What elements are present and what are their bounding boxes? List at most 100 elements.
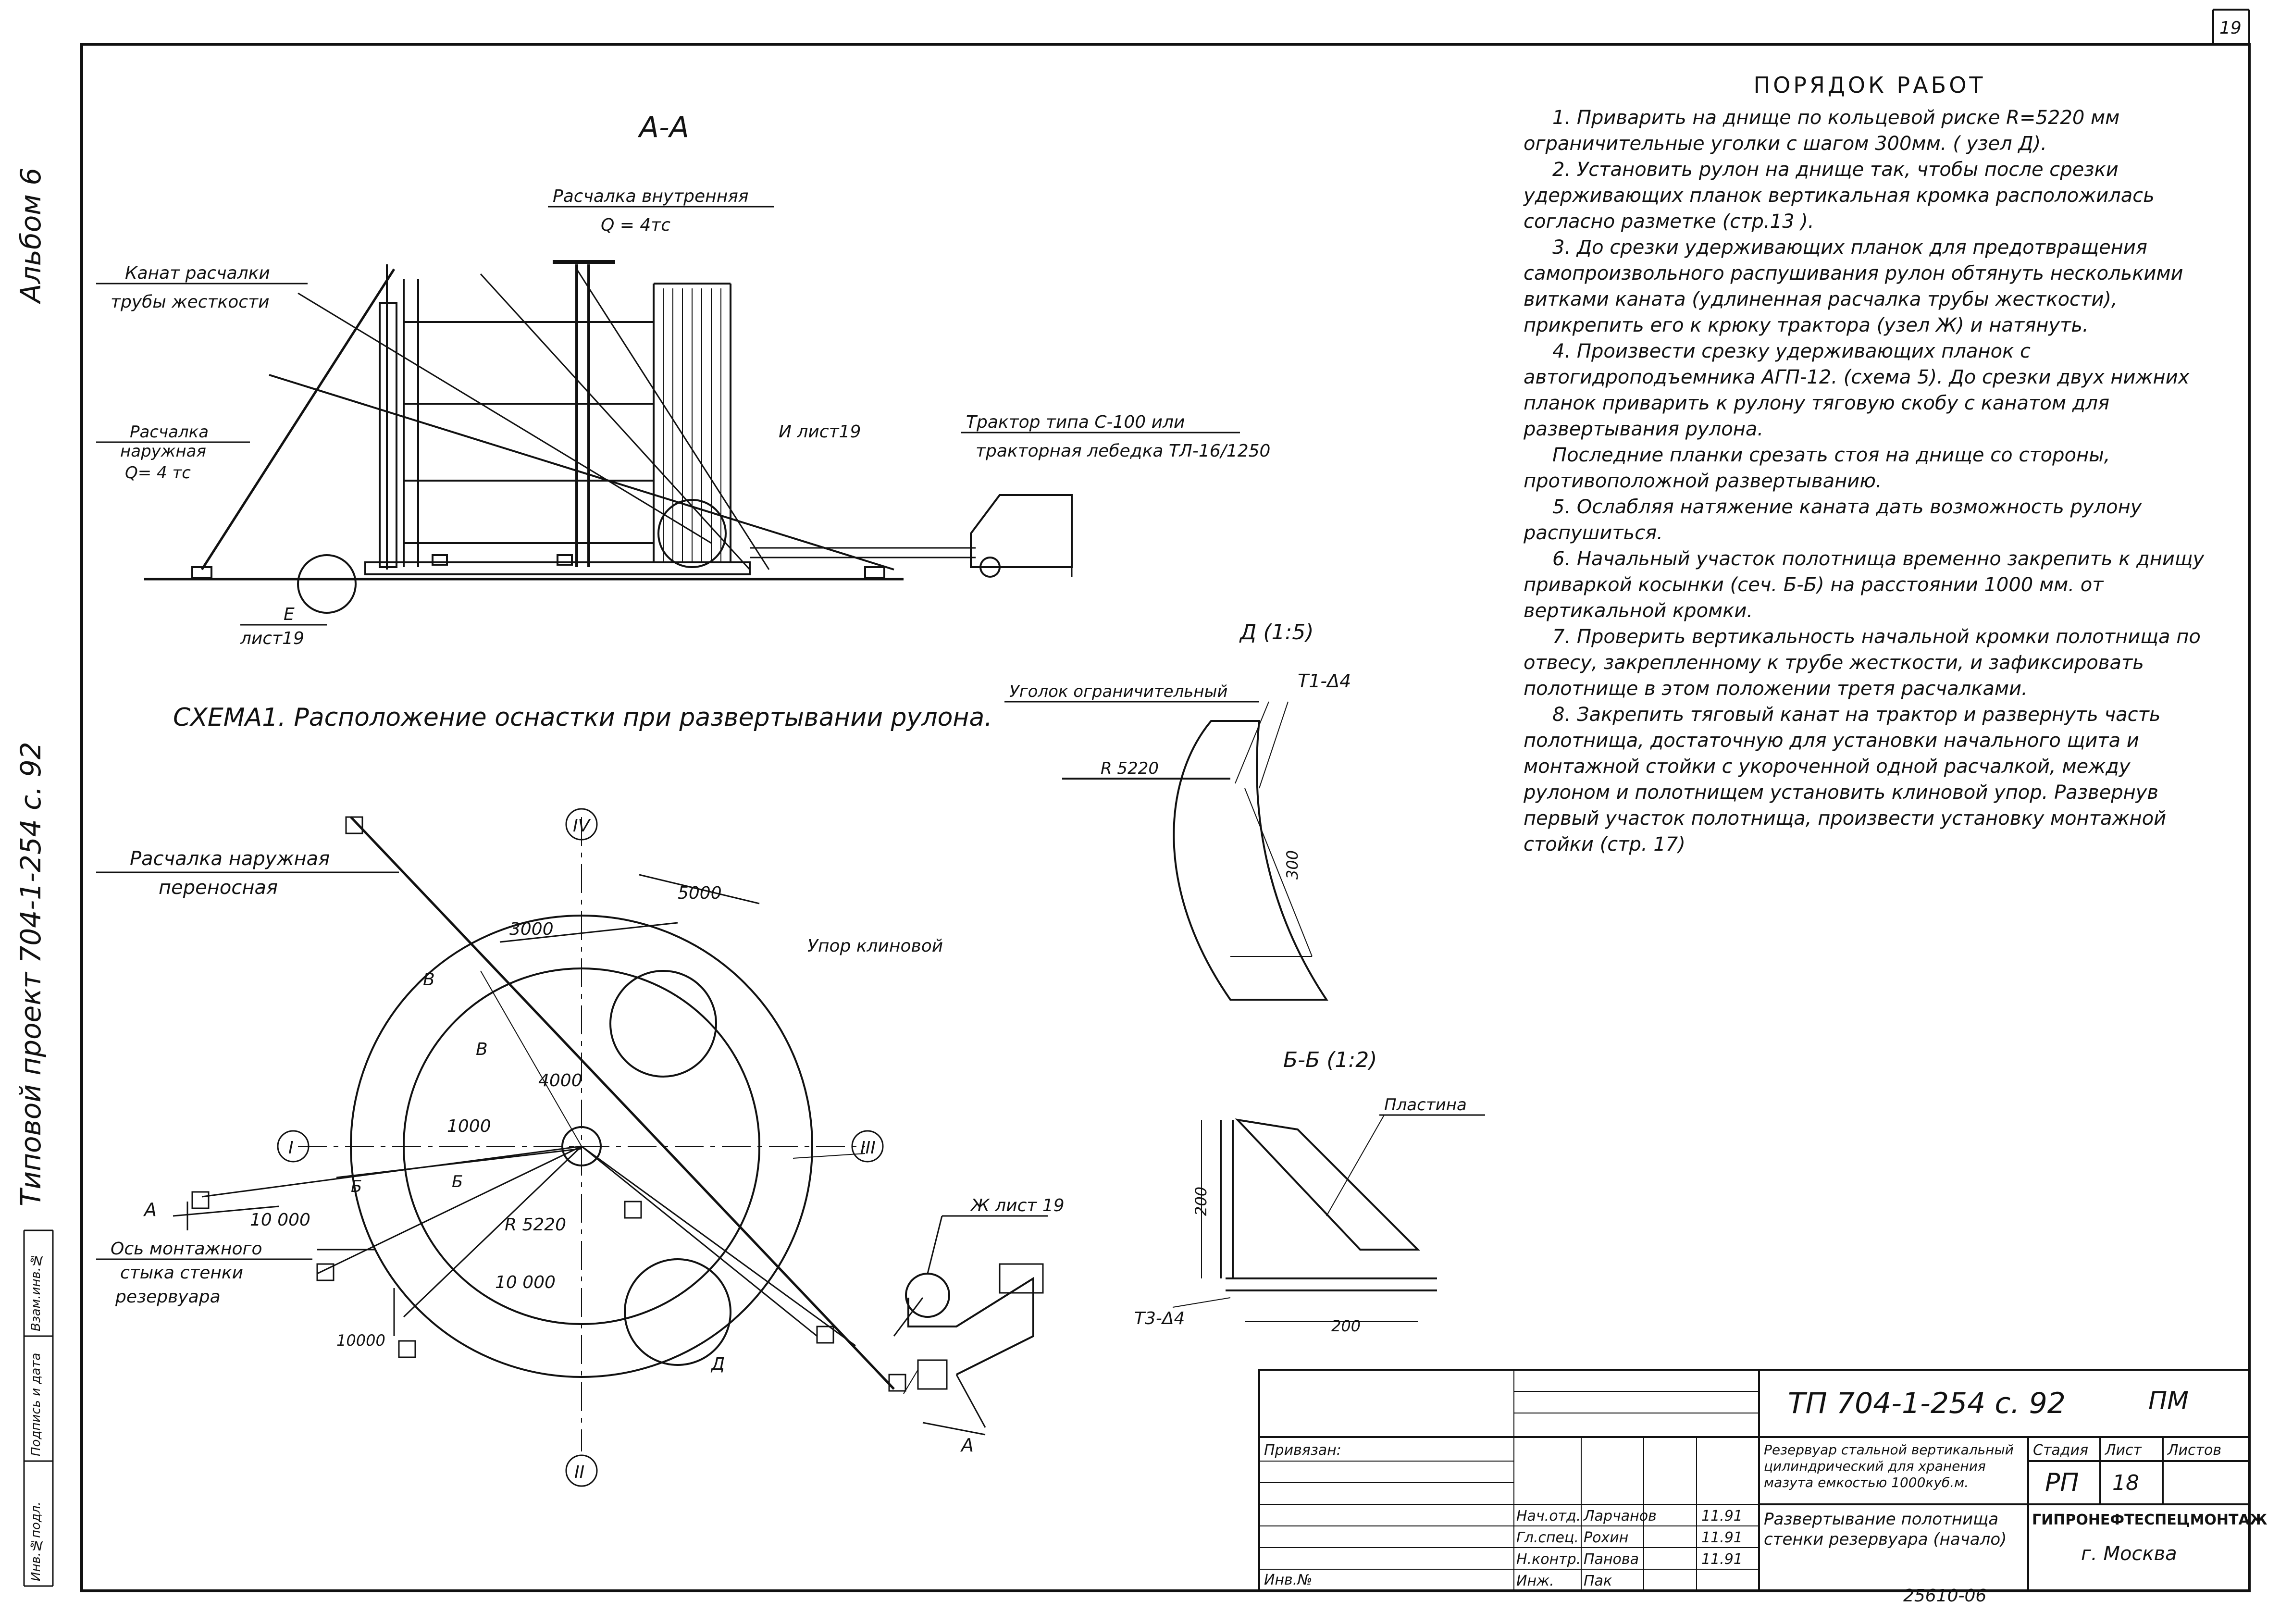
frame: [80, 9, 2251, 1592]
axis-label-3: резервуара: [115, 1287, 221, 1307]
section-bb-weld: Т3-Δ4: [1134, 1309, 1185, 1328]
detail-d-radius: R 5220: [1101, 759, 1159, 778]
note-step: 5. Ослабляя натяжение каната дать возмож…: [1524, 496, 2142, 544]
dim-10000-v: 10000: [336, 1331, 385, 1350]
sheet-number: 19: [2219, 18, 2242, 38]
dim-3000: 3000: [509, 919, 554, 939]
section-aa-title: А-А: [637, 111, 689, 144]
detail-d-weld: Т1-Δ4: [1298, 670, 1351, 692]
detail-d: Д (1:5) Уголок ограничительный Т1-Δ4 R 5…: [1004, 620, 1351, 1001]
inner-guy-label: Расчалка внутренняя: [553, 186, 749, 206]
letter-bb1: Б: [351, 1177, 362, 1196]
roman-3: III: [860, 1138, 876, 1158]
stage-label: Стадия: [2033, 1442, 2089, 1459]
sheet-label: Лист: [2105, 1442, 2142, 1459]
rope-label-2: трубы жесткости: [111, 292, 269, 312]
doc-type: ПМ: [2148, 1387, 2189, 1415]
project-label: Типовой проект 704-1-254 с. 92: [14, 742, 47, 1206]
name-3: Панова: [1584, 1551, 1639, 1568]
date-1: 11.91: [1701, 1508, 1743, 1525]
tractor-label-1: Трактор типа С-100 или: [966, 412, 1185, 432]
node-zh-label: Ж лист 19: [970, 1196, 1065, 1215]
roman-1: I: [288, 1138, 294, 1158]
letter-bb2: Б: [452, 1172, 463, 1191]
sheet-title: Развертывание полотнища стенки резервуар…: [1764, 1510, 2007, 1549]
plan-view: IV I III II Расчалка наружная переносная…: [96, 808, 1065, 1487]
sheet-value: 18: [2112, 1471, 2139, 1495]
section-bb-dim-h: 200: [1331, 1317, 1361, 1335]
note-step: 3. До срезки удерживающих планок для пре…: [1524, 236, 2183, 336]
inner-guy-load: Q = 4тс: [601, 215, 670, 235]
privyazan-label: Привязан:: [1264, 1442, 1341, 1459]
roman-4: IV: [573, 816, 591, 836]
name-4: Пак: [1584, 1573, 1612, 1589]
letter-a-bottom: А: [960, 1435, 974, 1456]
object-title: Резервуар стальной вертикальный цилиндри…: [1764, 1442, 2014, 1490]
dim-r5220: R 5220: [505, 1215, 566, 1235]
section-aa: А-А: [96, 111, 1270, 648]
role-1: Нач.отд.: [1516, 1508, 1581, 1525]
inv-strip: [23, 1229, 54, 1587]
dim-4000: 4000: [538, 1071, 582, 1091]
axis-label-2: стыка стенки: [120, 1263, 243, 1283]
detail-d-title: Д (1:5): [1239, 620, 1314, 645]
rope-label-1: Канат расчалки: [125, 263, 270, 283]
stage-value: РП: [2045, 1468, 2079, 1497]
role-4: Инж.: [1516, 1573, 1554, 1589]
outer-guy-label-1: Расчалка: [130, 422, 209, 442]
role-3: Н.контр.: [1516, 1551, 1581, 1568]
guy-portable-1: Расчалка наружная: [130, 848, 330, 870]
dim-1000: 1000: [447, 1116, 491, 1136]
org-city: г. Москва: [2081, 1543, 2177, 1565]
letter-d: Д: [710, 1354, 725, 1374]
scheme-caption: СХЕМА1. Расположение оснастки при развер…: [173, 703, 992, 732]
letter-b2: В: [476, 1040, 488, 1059]
sheets-label: Листов: [2168, 1442, 2222, 1459]
note-step: 7. Проверить вертикальность начальной кр…: [1524, 626, 2201, 700]
name-2: Рохин: [1584, 1529, 1629, 1546]
org-name: ГИПРОНЕФТЕСПЕЦМОНТАЖ: [2032, 1512, 2268, 1528]
node-e-sheet: лист19: [240, 629, 304, 648]
section-bb-plate: Пластина: [1384, 1095, 1467, 1115]
stop-label: Упор клиновой: [807, 936, 943, 956]
inv-col-2: Подпись и дата: [29, 1352, 43, 1456]
doc-code: ТП 704-1-254 с. 92: [1788, 1387, 2066, 1420]
work-order-notes: ПОРЯДОК РАБОТ 1. Приварить на днище по к…: [1524, 72, 2216, 857]
section-bb-title: Б-Б (1:2): [1283, 1048, 1377, 1072]
outer-guy-load: Q= 4 тс: [125, 463, 191, 483]
inv-no-label: Инв.№: [1264, 1572, 1313, 1588]
notes-title: ПОРЯДОК РАБОТ: [1753, 72, 1986, 98]
section-bb: Б-Б (1:2) Пластина 200 200 Т3-Δ4: [1134, 1048, 1485, 1335]
date-3: 11.91: [1701, 1551, 1743, 1568]
dim-10000-b: 10 000: [495, 1273, 556, 1292]
album-label: Альбом 6: [14, 167, 47, 303]
node-i-label: И лист19: [779, 422, 861, 442]
dim-5000: 5000: [678, 883, 722, 903]
inv-col-3: Взам.инв.№: [29, 1253, 43, 1331]
tractor-label-2: тракторная лебедка ТЛ-16/1250: [976, 441, 1270, 461]
detail-d-dim: 300: [1283, 850, 1301, 880]
letter-a: А: [143, 1199, 157, 1220]
note-step: 8. Закрепить тяговый канат на трактор и …: [1524, 704, 2167, 855]
dim-10000-a: 10 000: [250, 1210, 310, 1230]
outer-guy-label-2: наружная: [120, 442, 206, 461]
note-step: 4. Произвести срезку удерживающих планок…: [1524, 340, 2190, 440]
date-2: 11.91: [1701, 1529, 1743, 1546]
note-step: 2. Установить рулон на днище так, чтобы …: [1524, 159, 2155, 233]
role-2: Гл.спец.: [1516, 1529, 1579, 1546]
inv-col-1: Инв.№подл.: [29, 1501, 43, 1581]
node-e-label: Е: [284, 605, 295, 624]
note-step: 1. Приварить на днище по кольцевой риске…: [1524, 107, 2120, 155]
archive-number: 25610-06: [1903, 1586, 1987, 1606]
roman-2: II: [574, 1463, 584, 1482]
letter-b1: В: [423, 970, 435, 990]
name-1: Ларчанов: [1584, 1508, 1657, 1525]
note-step: Последние планки срезать стоя на днище с…: [1524, 444, 2110, 492]
axis-label-1: Ось монтажного: [111, 1239, 262, 1259]
detail-d-angle: Уголок ограничительный: [1009, 682, 1228, 701]
note-step: 6. Начальный участок полотнища временно …: [1524, 548, 2205, 622]
guy-portable-2: переносная: [159, 877, 278, 899]
title-block-grid: [1258, 1369, 2250, 1592]
